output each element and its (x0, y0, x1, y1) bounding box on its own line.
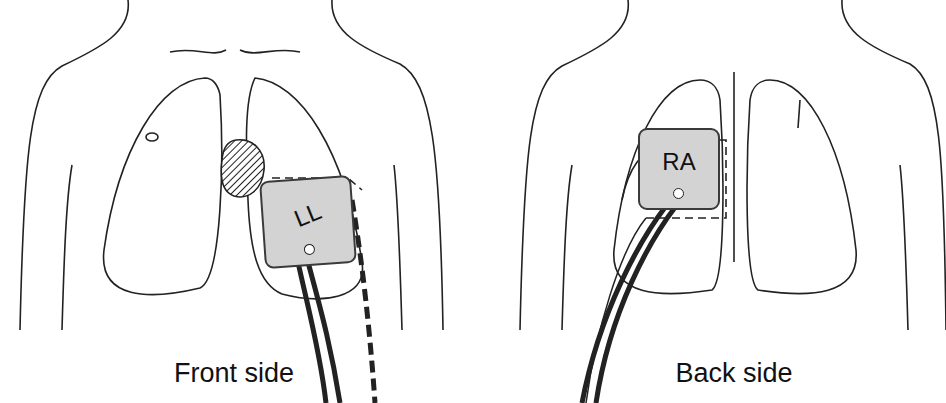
nipple (146, 133, 158, 141)
arm-line (562, 165, 572, 330)
view-caption: Front side (174, 358, 294, 389)
view-caption: Back side (675, 358, 792, 389)
body-outline (842, 0, 946, 330)
electrode-pad: LL (259, 175, 357, 269)
collarbone (170, 50, 226, 53)
spine (733, 72, 735, 262)
electrode-label: RA (662, 150, 695, 174)
cable-dashed (352, 200, 375, 403)
cable (582, 206, 666, 403)
lung (246, 78, 362, 299)
rib-line (798, 100, 800, 128)
lung (104, 78, 222, 295)
electrode-label: LL (291, 199, 325, 231)
lung (747, 80, 856, 294)
electrode-pad: RA (638, 128, 720, 210)
collarbone (240, 50, 300, 53)
electrode-snap (304, 244, 316, 256)
arm-line (394, 165, 402, 330)
arm-line (900, 165, 908, 330)
cable (298, 262, 326, 403)
body-outline (332, 0, 443, 330)
electrode-snap (673, 188, 684, 199)
arm-line (62, 165, 72, 330)
body-outline (520, 0, 628, 330)
cable-dashed (586, 218, 646, 403)
heart (221, 140, 264, 197)
cable (596, 206, 676, 403)
body-outline (20, 0, 128, 330)
